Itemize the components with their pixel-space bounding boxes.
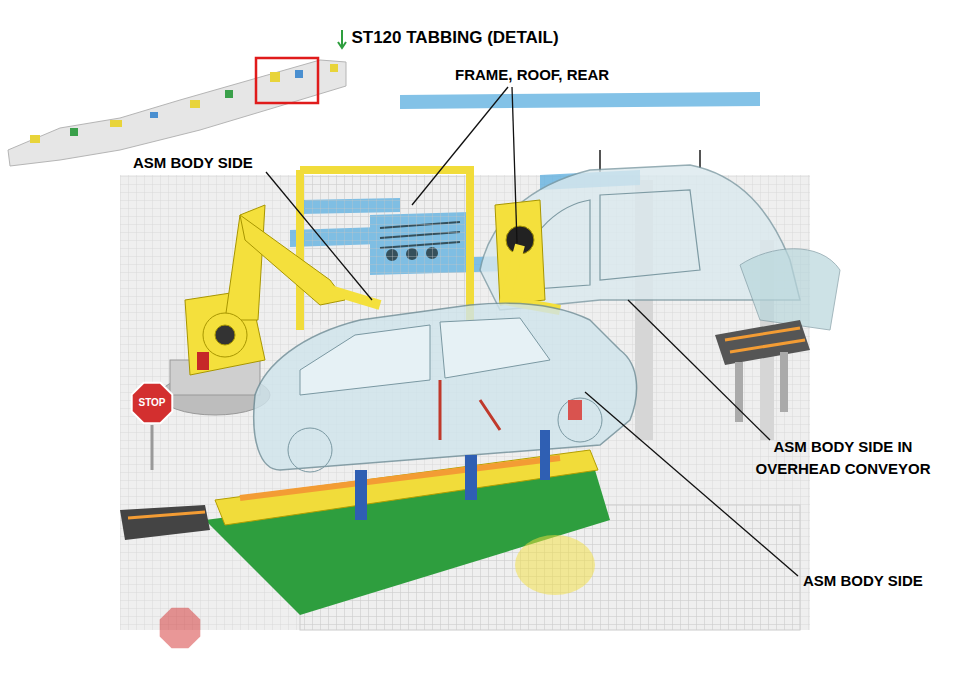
stop-sign bbox=[132, 383, 201, 649]
station-conveyor bbox=[540, 430, 550, 480]
line-overview bbox=[30, 135, 40, 143]
line-overview bbox=[270, 72, 280, 82]
side-conveyors bbox=[128, 512, 205, 518]
line-overview bbox=[330, 64, 338, 72]
stop-sign bbox=[160, 608, 201, 649]
stop-sign bbox=[151, 425, 154, 470]
car-body bbox=[254, 303, 637, 472]
leader-line bbox=[628, 300, 770, 440]
line-overview bbox=[150, 112, 158, 118]
left-robot bbox=[240, 215, 345, 305]
side-conveyors bbox=[780, 352, 788, 412]
right-robot bbox=[505, 245, 560, 310]
gate-frame bbox=[300, 170, 470, 330]
right-robot bbox=[495, 200, 560, 310]
tooling-beams bbox=[400, 92, 760, 109]
stop-sign bbox=[132, 383, 173, 424]
line-overview bbox=[338, 30, 346, 48]
car-body bbox=[254, 303, 637, 470]
leader-line bbox=[585, 392, 798, 576]
side-conveyors bbox=[120, 505, 210, 540]
car-body bbox=[440, 318, 550, 378]
line-overview bbox=[8, 60, 346, 166]
car-body bbox=[300, 325, 430, 395]
station-conveyor bbox=[205, 400, 610, 615]
leader-line bbox=[412, 87, 508, 205]
line-overview bbox=[225, 90, 233, 98]
side-conveyors bbox=[120, 320, 810, 595]
line-overview bbox=[256, 58, 318, 103]
overhead-body-side bbox=[480, 150, 840, 330]
car-body bbox=[288, 428, 332, 472]
side-conveyors bbox=[715, 320, 810, 365]
line-overview bbox=[295, 70, 303, 78]
line-overview bbox=[8, 30, 346, 166]
line-overview bbox=[70, 128, 78, 136]
callout-label: FRAME, ROOF, REAR bbox=[455, 64, 609, 86]
car-body bbox=[440, 380, 500, 440]
overhead-body-side bbox=[599, 150, 601, 172]
overhead-body-side bbox=[699, 150, 701, 168]
side-conveyors bbox=[725, 328, 805, 352]
diagram-title: ST120 TABBING (DETAIL) bbox=[351, 28, 558, 48]
leader-line bbox=[266, 87, 798, 576]
station-conveyor bbox=[355, 470, 367, 520]
callout-label: ASM BODY SIDE bbox=[803, 570, 923, 592]
station-conveyor bbox=[240, 458, 560, 498]
line-overview bbox=[190, 100, 200, 108]
gate-frame bbox=[300, 170, 470, 330]
line-overview bbox=[110, 120, 122, 127]
side-conveyors bbox=[515, 535, 595, 595]
sign-text: STOP bbox=[138, 397, 165, 409]
leader-line bbox=[512, 87, 517, 243]
callout-label: ASM BODY SIDE bbox=[133, 152, 253, 174]
left-robot bbox=[197, 352, 209, 370]
leader-line bbox=[266, 172, 372, 300]
overhead-body-side bbox=[520, 190, 700, 290]
left-robot bbox=[203, 313, 247, 357]
callout-label: ASM BODY SIDE IN OVERHEAD CONVEYOR bbox=[734, 436, 952, 480]
left-robot bbox=[330, 290, 380, 305]
station-conveyor bbox=[465, 455, 477, 500]
station-conveyor bbox=[568, 400, 582, 420]
left-robot bbox=[215, 325, 235, 345]
overhead-body-side bbox=[740, 249, 840, 330]
car-body bbox=[558, 398, 602, 442]
